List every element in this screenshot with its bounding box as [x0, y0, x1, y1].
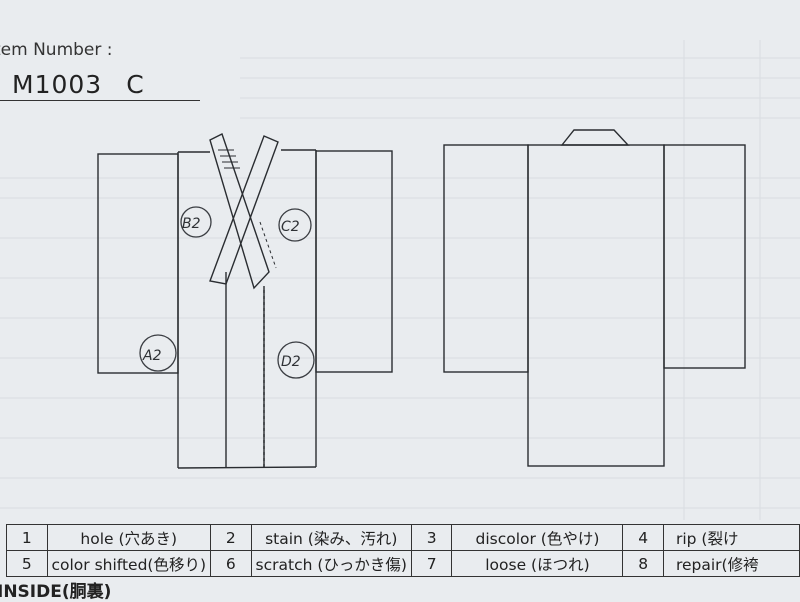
- defect-num-1: 1: [6, 524, 48, 551]
- kimono-back-diagram: [443, 129, 746, 467]
- defect-label-loose: loose (ほつれ): [451, 550, 624, 577]
- marker-c-circle: [278, 208, 312, 242]
- item-number-underline: [0, 100, 200, 101]
- collar-right-dashed-edge: [259, 221, 277, 269]
- defect-markers: [139, 206, 315, 379]
- back-left-sleeve: [443, 144, 529, 373]
- defect-label-hole: hole (穴あき): [46, 524, 212, 551]
- marker-c: C2: [281, 219, 300, 235]
- defect-label-stain: stain (染み、汚れ): [250, 524, 412, 551]
- inside-section-label: INSIDE(胴裏): [0, 582, 112, 602]
- defect-num-7: 7: [410, 550, 453, 577]
- marker-d-circle: [277, 341, 315, 379]
- defect-label-scratch: scratch (ひっかき傷): [250, 550, 412, 577]
- back-body: [527, 144, 665, 467]
- defect-num-5: 5: [6, 550, 48, 577]
- defect-label-color-shifted: color shifted(色移り): [46, 550, 212, 577]
- front-left-sleeve: [97, 153, 179, 374]
- defect-num-3: 3: [410, 524, 453, 551]
- item-number-label: tem Number :: [0, 40, 113, 60]
- marker-b-circle: [180, 206, 212, 238]
- collar-right-band: [209, 135, 279, 285]
- defect-label-rip: rip (裂け: [662, 524, 800, 551]
- marker-a-circle: [139, 334, 177, 372]
- defect-label-discolor: discolor (色やけ): [451, 524, 624, 551]
- front-right-sleeve: [315, 150, 393, 373]
- defect-num-8: 8: [622, 550, 664, 577]
- item-grade: C: [126, 70, 145, 99]
- defect-legend-row: 1 hole (穴あき) 2 stain (染み、汚れ) 3 discolor …: [6, 524, 800, 551]
- defect-num-4: 4: [622, 524, 664, 551]
- defect-label-repair: repair(修袴: [662, 550, 800, 577]
- back-collar: [560, 129, 630, 146]
- defect-legend-row: 5 color shifted(色移り) 6 scratch (ひっかき傷) 7…: [6, 550, 800, 577]
- marker-b: B2: [182, 216, 201, 232]
- item-number-value: M1003 C: [12, 70, 145, 99]
- item-code: M1003: [12, 70, 103, 99]
- collar-left-band: [209, 133, 270, 290]
- marker-d: D2: [281, 354, 301, 370]
- defect-legend-table: 1 hole (穴あき) 2 stain (染み、汚れ) 3 discolor …: [6, 524, 800, 577]
- defect-num-2: 2: [210, 524, 252, 551]
- defect-num-6: 6: [210, 550, 252, 577]
- back-right-sleeve: [663, 144, 746, 369]
- kimono-front-diagram: [97, 133, 393, 469]
- marker-a: A2: [142, 348, 162, 364]
